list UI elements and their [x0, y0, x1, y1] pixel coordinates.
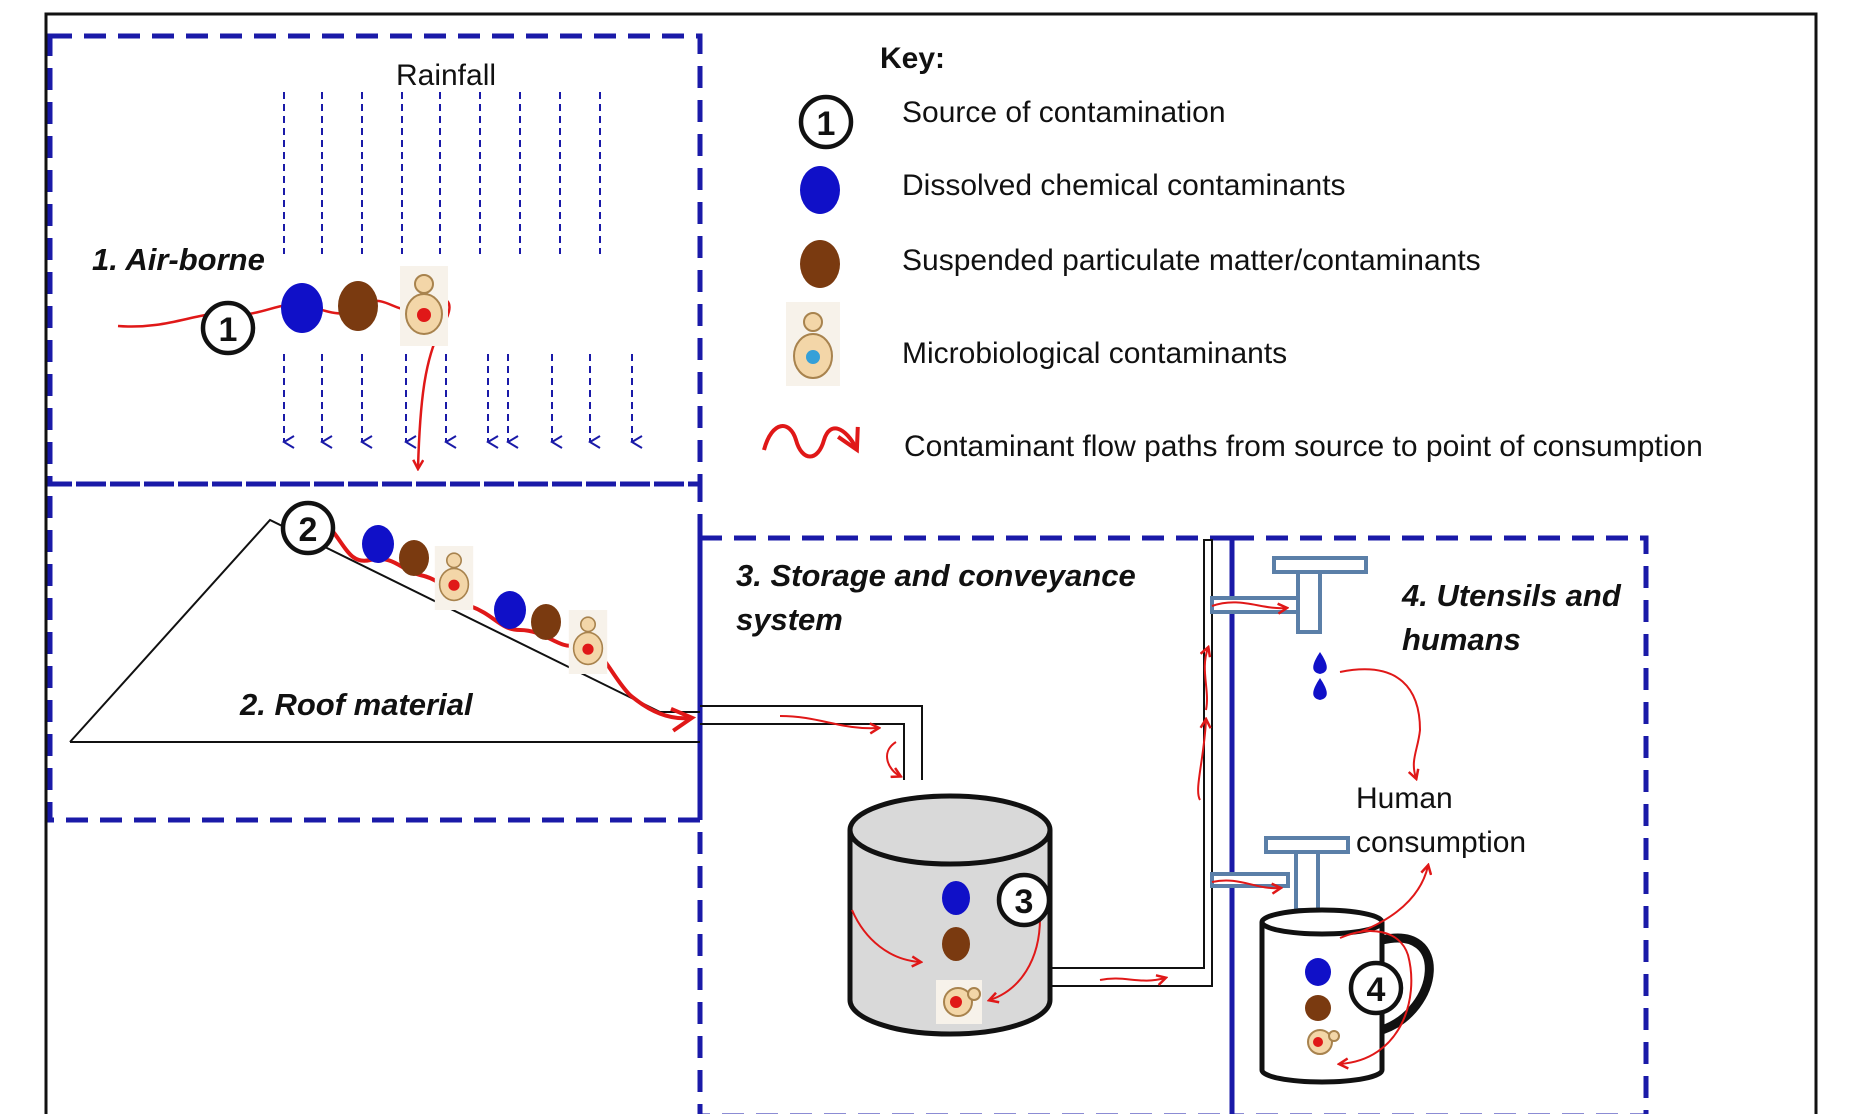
suspended-contaminant-icon	[942, 927, 970, 961]
suspended-contaminant-icon	[399, 540, 429, 576]
dissolved-contaminant-icon	[1305, 958, 1331, 986]
source-marker-3: 3	[996, 872, 1052, 928]
source-marker-1: 1	[200, 300, 256, 356]
conveyance-flow-arrow	[1205, 648, 1208, 711]
tank-flow-arrow	[990, 917, 1041, 1000]
key-flow-path-icon	[762, 424, 856, 459]
dissolved-contaminant-icon	[942, 881, 970, 915]
gutter-pipe-outer	[700, 705, 923, 780]
key-microbiological-label: Microbiological contaminants	[902, 337, 1287, 370]
source-marker-2: 2	[280, 500, 336, 556]
key-source-marker-icon: 1	[798, 94, 854, 150]
water-drop-icon	[1313, 652, 1327, 674]
source-marker-4: 4	[1348, 960, 1404, 1016]
svg-text:2: 2	[299, 511, 318, 549]
gutter-pipe-inner	[700, 723, 905, 780]
svg-text:1: 1	[817, 105, 836, 143]
mug-to-consumption-arrow	[1359, 866, 1428, 933]
storage-section-title-line1: 3. Storage and conveyance	[736, 558, 1136, 593]
dissolved-contaminant-icon	[281, 283, 323, 333]
tap-flow-arrow	[1211, 601, 1286, 608]
roof-section-title: 2. Roof material	[239, 687, 474, 722]
drops-to-consumption-arrow	[1339, 668, 1422, 778]
microbiological-contaminant-icon	[567, 609, 609, 675]
airborne-section-box	[47, 33, 703, 487]
microbiological-contaminant-icon	[433, 545, 474, 611]
airborne-section-title: 1. Air-borne	[92, 242, 265, 277]
utensils-section-title-line1: 4. Utensils and	[1401, 578, 1622, 613]
upper-tap	[1210, 556, 1368, 634]
conveyance-pipe	[1050, 539, 1213, 987]
key-flow-path-label: Contaminant flow paths from source to po…	[904, 430, 1703, 463]
lower-tap	[1210, 836, 1350, 912]
dissolved-contaminant-icon	[494, 591, 526, 629]
tap-flow-arrow	[1211, 879, 1280, 888]
microbiological-contaminant-icon	[399, 265, 449, 347]
rainfall-lines	[283, 92, 601, 254]
utensils-section-title-line2: humans	[1402, 622, 1521, 657]
conveyance-flow-arrow	[1197, 720, 1206, 801]
rainfall-label: Rainfall	[396, 59, 496, 92]
key-suspended-label: Suspended particulate matter/contaminant…	[902, 244, 1481, 277]
gutter-flow-arrow	[779, 715, 878, 728]
key-suspended-icon	[800, 240, 840, 288]
gutter-flow-arrow	[886, 741, 900, 776]
microbiological-contaminant-icon	[936, 980, 982, 1024]
svg-text:1: 1	[219, 311, 238, 349]
human-consumption-label-line2: consumption	[1356, 826, 1526, 859]
water-drop-icon	[1313, 678, 1327, 700]
key-title: Key:	[880, 42, 945, 75]
mug-flow-arrow	[1340, 930, 1413, 1064]
dissolved-contaminant-icon	[362, 525, 394, 563]
microbiological-contaminant-icon	[1307, 1029, 1340, 1055]
suspended-contaminant-icon	[531, 604, 561, 640]
svg-text:4: 4	[1367, 971, 1386, 1009]
key-microbiological-icon	[786, 302, 840, 386]
rainfall-arrows	[282, 354, 643, 449]
suspended-contaminant-icon	[1305, 995, 1331, 1021]
roof-section-box	[47, 481, 703, 823]
outer-frame	[44, 12, 1818, 1119]
svg-text:3: 3	[1015, 883, 1034, 921]
suspended-contaminant-icon	[338, 281, 378, 331]
conveyance-flow-arrow	[1099, 978, 1165, 981]
key-dissolved-label: Dissolved chemical contaminants	[902, 169, 1346, 202]
human-consumption-label-line1: Human	[1356, 782, 1453, 815]
storage-section-title-line2: system	[736, 602, 843, 637]
key-dissolved-icon	[800, 166, 840, 214]
key-source-label: Source of contamination	[902, 96, 1226, 129]
tank-flow-arrow	[851, 909, 920, 962]
